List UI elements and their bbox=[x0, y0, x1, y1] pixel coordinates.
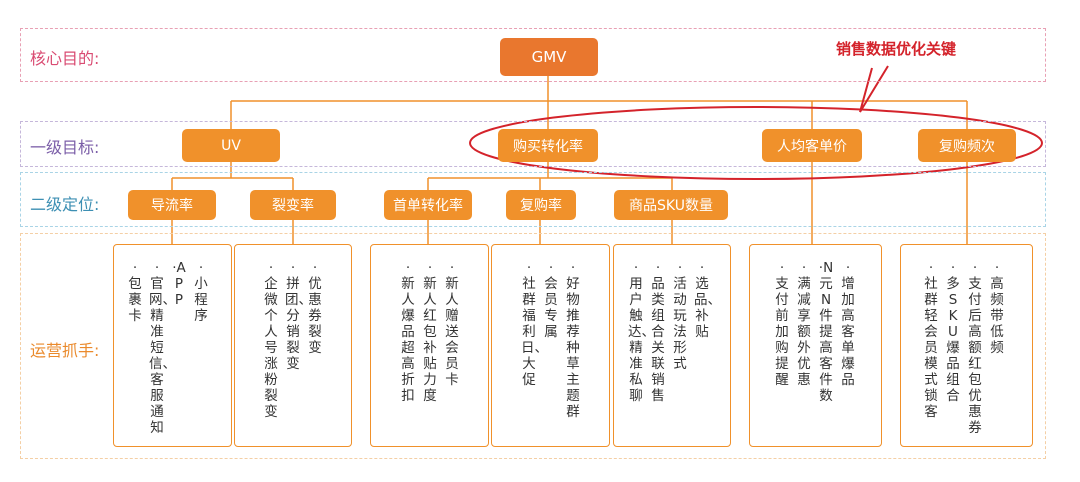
ops-item: ·优惠券裂变 bbox=[308, 260, 322, 356]
ops-item: ·好物推荐种草主题群 bbox=[566, 260, 580, 420]
gmv-node: GMV bbox=[500, 38, 598, 76]
level2-band bbox=[20, 172, 1046, 227]
ops-item: ·新人红包补贴力度 bbox=[423, 260, 437, 404]
level1-label: 一级目标: bbox=[30, 138, 100, 157]
ops-label: 运营抓手: bbox=[30, 341, 100, 360]
ops-item: ·官网、精准短信、客服通知 bbox=[149, 260, 176, 436]
ops-item: ·N元N件提高客件数 bbox=[818, 260, 834, 404]
level2-first-order-rate: 首单转化率 bbox=[384, 190, 472, 220]
level2-sku-count: 商品SKU数量 bbox=[614, 190, 728, 220]
ops-card-traffic: ·小程序 ·APP ·官网、精准短信、客服通知 ·包裹卡 bbox=[113, 244, 232, 447]
core-band bbox=[20, 28, 1046, 82]
ops-item: ·满减享额外优惠 bbox=[797, 260, 811, 388]
ops-item: ·选品、补贴 bbox=[694, 260, 721, 340]
ops-item: ·会员专属 bbox=[544, 260, 558, 340]
ops-item: ·支付后高额红包优惠券 bbox=[968, 260, 982, 436]
ops-item: ·支付前加购提醒 bbox=[775, 260, 789, 388]
ops-item: ·社群福利日、大促 bbox=[521, 260, 548, 388]
callout-text: 销售数据优化关键 bbox=[836, 40, 957, 58]
ops-item: ·小程序 bbox=[194, 260, 208, 324]
level2-label: 二级定位: bbox=[30, 195, 100, 214]
ops-card-avg-order: ·增加高客单爆品 ·N元N件提高客件数 ·满减享额外优惠 ·支付前加购提醒 bbox=[749, 244, 882, 447]
ops-item: ·用户触达、精准私聊 bbox=[628, 260, 655, 404]
ops-card-repurchase: ·好物推荐种草主题群 ·会员专属 ·社群福利日、大促 bbox=[491, 244, 610, 447]
ops-item: ·包裹卡 bbox=[128, 260, 142, 324]
level1-avg-order: 人均客单价 bbox=[762, 129, 862, 162]
ops-item: ·新人爆品超高折扣 bbox=[401, 260, 415, 404]
level2-fission-rate: 裂变率 bbox=[250, 190, 336, 220]
ops-card-sku: ·选品、补贴 ·活动玩法形式 ·品类组合关联销售 ·用户触达、精准私聊 bbox=[613, 244, 731, 447]
ops-item: ·增加高客单爆品 bbox=[841, 260, 855, 388]
core-label: 核心目的: bbox=[30, 49, 100, 68]
ops-item: ·活动玩法形式 bbox=[673, 260, 687, 372]
ops-card-frequency: ·高频带低频 ·支付后高额红包优惠券 ·多SKU爆品组合 ·社群轻会员模式锁客 bbox=[900, 244, 1033, 447]
ops-item: ·拼团、分销裂变 bbox=[285, 260, 312, 372]
ops-band bbox=[20, 233, 1046, 459]
level1-uv: UV bbox=[182, 129, 280, 162]
ops-item: ·企微个人号涨粉裂变 bbox=[264, 260, 278, 420]
level1-band bbox=[20, 121, 1046, 167]
ops-item: ·多SKU爆品组合 bbox=[946, 260, 960, 404]
level2-repurchase-rate: 复购率 bbox=[506, 190, 576, 220]
ops-item: ·品类组合关联销售 bbox=[651, 260, 665, 404]
level1-conversion: 购买转化率 bbox=[498, 129, 598, 162]
ops-item: ·社群轻会员模式锁客 bbox=[924, 260, 938, 420]
ops-item: ·APP bbox=[172, 260, 186, 308]
ops-item: ·新人赠送会员卡 bbox=[445, 260, 459, 388]
level1-repurchase-frequency: 复购频次 bbox=[918, 129, 1016, 162]
ops-card-first-order: ·新人赠送会员卡 ·新人红包补贴力度 ·新人爆品超高折扣 bbox=[370, 244, 489, 447]
level2-traffic-rate: 导流率 bbox=[128, 190, 216, 220]
ops-item: ·高频带低频 bbox=[990, 260, 1004, 356]
ops-card-fission: ·优惠券裂变 ·拼团、分销裂变 ·企微个人号涨粉裂变 bbox=[234, 244, 352, 447]
